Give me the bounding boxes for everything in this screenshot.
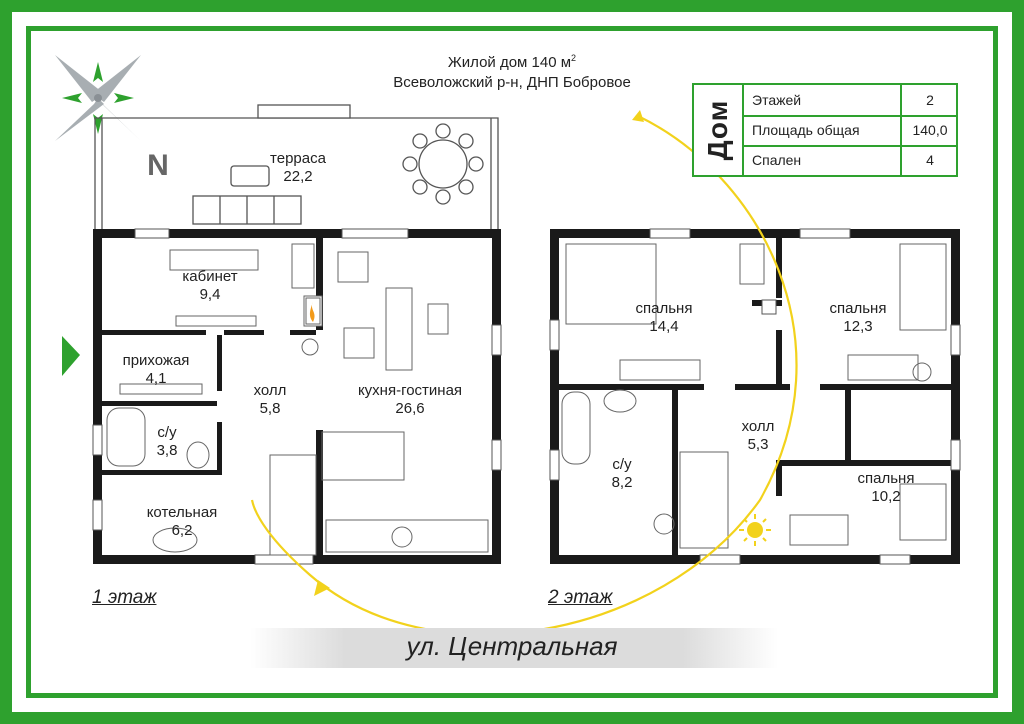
- floor2-windows: [549, 228, 961, 565]
- compass-north-label: N: [147, 149, 169, 182]
- title-superscript: 2: [571, 53, 577, 63]
- sun-path-arc: [250, 115, 798, 636]
- page-title: Жилой дом 140 м2 Всеволожский р-н, ДНП Б…: [352, 48, 672, 93]
- street-label: ул. Центральная: [406, 631, 618, 661]
- sun-icon: [739, 514, 771, 546]
- info-side-label: Дом: [694, 85, 744, 175]
- compass-icon: [55, 55, 141, 141]
- street-band: [250, 628, 778, 668]
- floor2-walls: [550, 229, 960, 564]
- floor1-label: 1 этаж: [92, 587, 157, 608]
- inner-frame: [26, 26, 998, 698]
- floor2-furniture: [561, 243, 947, 549]
- floor1-windows: [92, 228, 502, 565]
- terrace-outline: [94, 104, 499, 232]
- floor2-label: 2 этаж: [548, 587, 613, 608]
- title-line-2: Всеволожский р-н, ДНП Бобровое: [393, 74, 631, 91]
- entrance-arrow-icon: [62, 336, 80, 376]
- title-line-1: Жилой дом 140 м: [447, 54, 572, 71]
